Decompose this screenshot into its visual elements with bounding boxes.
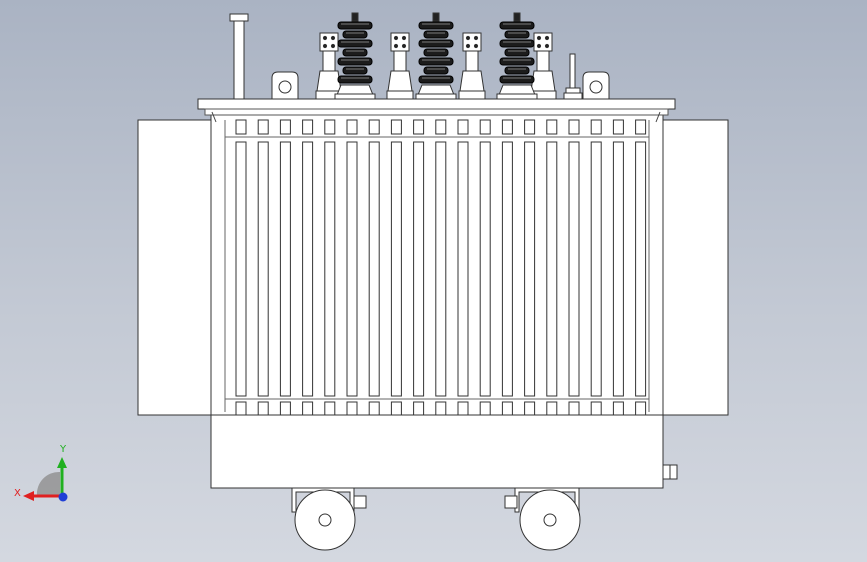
wheel-right[interactable] bbox=[519, 489, 581, 551]
tank-cover[interactable] bbox=[197, 98, 676, 110]
fin bbox=[302, 119, 314, 416]
left-radiator[interactable] bbox=[137, 119, 213, 416]
axis-triad: Y X bbox=[14, 444, 68, 502]
lv-bushing[interactable] bbox=[386, 32, 414, 100]
fin bbox=[257, 119, 269, 416]
x-arrowhead bbox=[23, 491, 34, 501]
wheel-left[interactable] bbox=[294, 489, 356, 551]
fin bbox=[435, 119, 447, 416]
x-axis-label: X bbox=[14, 488, 21, 499]
fin bbox=[568, 119, 580, 416]
fin bbox=[612, 119, 624, 416]
tank-lower-body[interactable] bbox=[210, 411, 664, 489]
fin bbox=[590, 119, 602, 416]
fin bbox=[501, 119, 513, 416]
fin bbox=[635, 119, 647, 416]
fin bbox=[546, 119, 558, 416]
base-bracket-left[interactable] bbox=[291, 487, 367, 513]
base-bracket-right[interactable] bbox=[504, 487, 580, 513]
triad-quadrant bbox=[36, 471, 60, 496]
hv-bushing[interactable] bbox=[334, 12, 376, 100]
pressure-relief-valve[interactable] bbox=[563, 53, 583, 100]
cooling-fins bbox=[225, 119, 649, 416]
fin bbox=[457, 119, 469, 416]
lifting-lug-left[interactable] bbox=[271, 71, 299, 100]
fin bbox=[368, 119, 380, 416]
hv-bushing[interactable] bbox=[415, 12, 457, 100]
drain-valve[interactable] bbox=[662, 464, 678, 480]
fin bbox=[390, 119, 402, 416]
fin bbox=[235, 119, 247, 416]
fin bbox=[279, 119, 291, 416]
y-axis-label: Y bbox=[59, 444, 67, 455]
oil-filler-pipe[interactable] bbox=[229, 13, 249, 100]
right-radiator[interactable] bbox=[658, 119, 729, 416]
lv-bushing[interactable] bbox=[458, 32, 486, 100]
fin bbox=[324, 119, 336, 416]
hv-bushing[interactable] bbox=[496, 12, 538, 100]
fin bbox=[479, 119, 491, 416]
lifting-lug-right[interactable] bbox=[582, 71, 610, 100]
fin bbox=[524, 119, 536, 416]
fin bbox=[346, 119, 358, 416]
z-axis-dot bbox=[58, 492, 68, 502]
y-arrowhead bbox=[57, 457, 67, 468]
fin bbox=[413, 119, 425, 416]
lv-bushing[interactable] bbox=[529, 32, 557, 100]
